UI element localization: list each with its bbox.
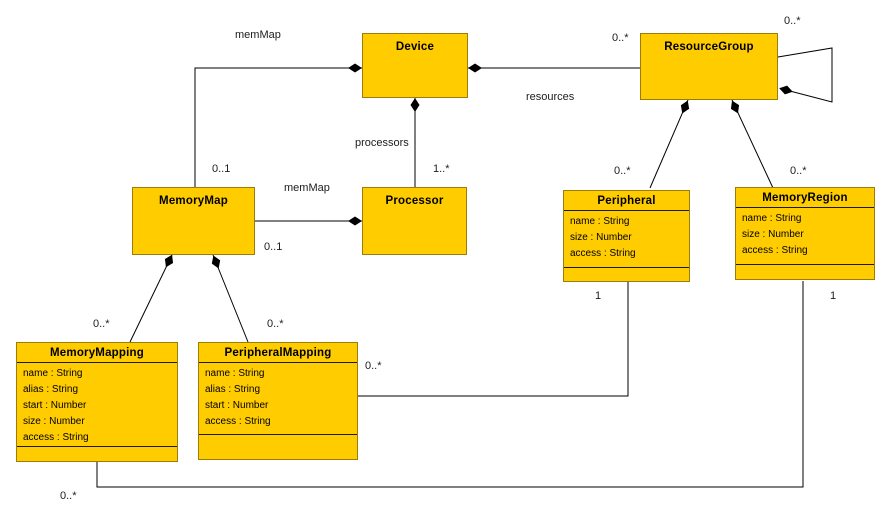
attribute: start : Number xyxy=(23,400,87,411)
class-peripheralmapping[interactable]: PeripheralMapping name : String alias : … xyxy=(198,342,358,460)
role-label-resources: resources xyxy=(526,91,575,103)
multiplicity-processors: 1..* xyxy=(433,163,450,175)
multiplicity-peripheralmapping: 0..* xyxy=(267,318,284,330)
operations-compartment xyxy=(564,268,689,281)
assoc-resourcegroup-self xyxy=(777,47,833,103)
multiplicity-peripheralmapping-assoc: 0..* xyxy=(365,360,382,372)
class-device[interactable]: Device xyxy=(362,33,468,98)
multiplicity-memorymapping-assoc: 0..* xyxy=(60,490,77,502)
composition-diamond xyxy=(678,98,692,116)
attributes-compartment: name : String alias : String start : Num… xyxy=(199,363,357,435)
assoc-resourcegroup-peripheral xyxy=(649,99,689,189)
attribute: access : String xyxy=(742,245,808,256)
composition-diamond xyxy=(348,216,362,226)
attribute: alias : String xyxy=(23,384,79,395)
class-title: PeripheralMapping xyxy=(199,343,357,363)
composition-diamond xyxy=(727,98,743,116)
multiplicity-memmap-processor: 0..1 xyxy=(264,241,283,253)
attribute: size : Number xyxy=(742,229,804,240)
attribute: start : Number xyxy=(205,400,269,411)
attribute: size : Number xyxy=(570,232,632,243)
class-processor[interactable]: Processor xyxy=(362,187,467,255)
class-title: MemoryRegion xyxy=(736,188,874,208)
class-title: Device xyxy=(395,41,435,53)
attributes-compartment: name : String size : Number access : Str… xyxy=(736,208,874,265)
role-label-memmap-processor: memMap xyxy=(284,182,330,194)
assoc-memorymap-memorymapping xyxy=(129,254,173,343)
class-title: Processor xyxy=(385,195,444,207)
role-label-processors: processors xyxy=(355,137,409,149)
class-memorymap[interactable]: MemoryMap xyxy=(132,187,255,255)
class-peripheral[interactable]: Peripheral name : String size : Number a… xyxy=(563,190,690,282)
class-resourcegroup[interactable]: ResourceGroup xyxy=(640,33,778,100)
class-title: MemoryMapping xyxy=(17,343,177,363)
assoc-memoryregion-memorymapping xyxy=(96,281,804,488)
attributes-compartment: name : String size : Number access : Str… xyxy=(564,211,689,268)
attribute: name : String xyxy=(205,368,265,379)
multiplicity-memorymap: 0..1 xyxy=(212,163,231,175)
multiplicity-peripheral: 0..* xyxy=(614,165,631,177)
multiplicity-self-assoc: 0..* xyxy=(784,15,801,27)
multiplicity-memoryregion-one: 1 xyxy=(830,290,837,302)
role-label-memmap-device: memMap xyxy=(235,29,281,41)
assoc-peripheral-peripheralmapping xyxy=(358,281,629,397)
class-title: Peripheral xyxy=(564,191,689,211)
multiplicity-memoryregion: 0..* xyxy=(790,165,807,177)
multiplicity-peripheral-one: 1 xyxy=(595,290,602,302)
class-title: ResourceGroup xyxy=(664,41,754,53)
attribute: access : String xyxy=(570,248,636,259)
composition-diamond xyxy=(161,252,177,270)
attribute: name : String xyxy=(23,368,83,379)
multiplicity-resources: 0..* xyxy=(612,32,629,44)
composition-diamond xyxy=(410,98,420,112)
attributes-compartment: name : String alias : String start : Num… xyxy=(17,363,177,447)
operations-compartment xyxy=(17,447,177,461)
class-memoryregion[interactable]: MemoryRegion name : String size : Number… xyxy=(735,187,875,280)
assoc-memorymap-device xyxy=(194,67,362,187)
multiplicity-memorymapping: 0..* xyxy=(93,318,110,330)
class-memorymapping[interactable]: MemoryMapping name : String alias : Stri… xyxy=(16,342,178,462)
attribute: access : String xyxy=(205,416,271,427)
composition-diamond xyxy=(778,83,794,97)
operations-compartment xyxy=(736,265,874,279)
attribute: alias : String xyxy=(205,384,261,395)
assoc-resourcegroup-memoryregion xyxy=(731,99,774,189)
attribute: access : String xyxy=(23,432,89,443)
attribute: name : String xyxy=(570,216,630,227)
attribute: size : Number xyxy=(23,416,85,427)
composition-diamond xyxy=(468,63,482,73)
composition-diamond xyxy=(348,63,362,73)
operations-compartment xyxy=(199,435,357,459)
composition-diamond xyxy=(209,253,223,271)
assoc-memorymap-peripheralmapping xyxy=(212,254,249,343)
attribute: name : String xyxy=(742,213,802,224)
class-title: MemoryMap xyxy=(159,195,228,207)
